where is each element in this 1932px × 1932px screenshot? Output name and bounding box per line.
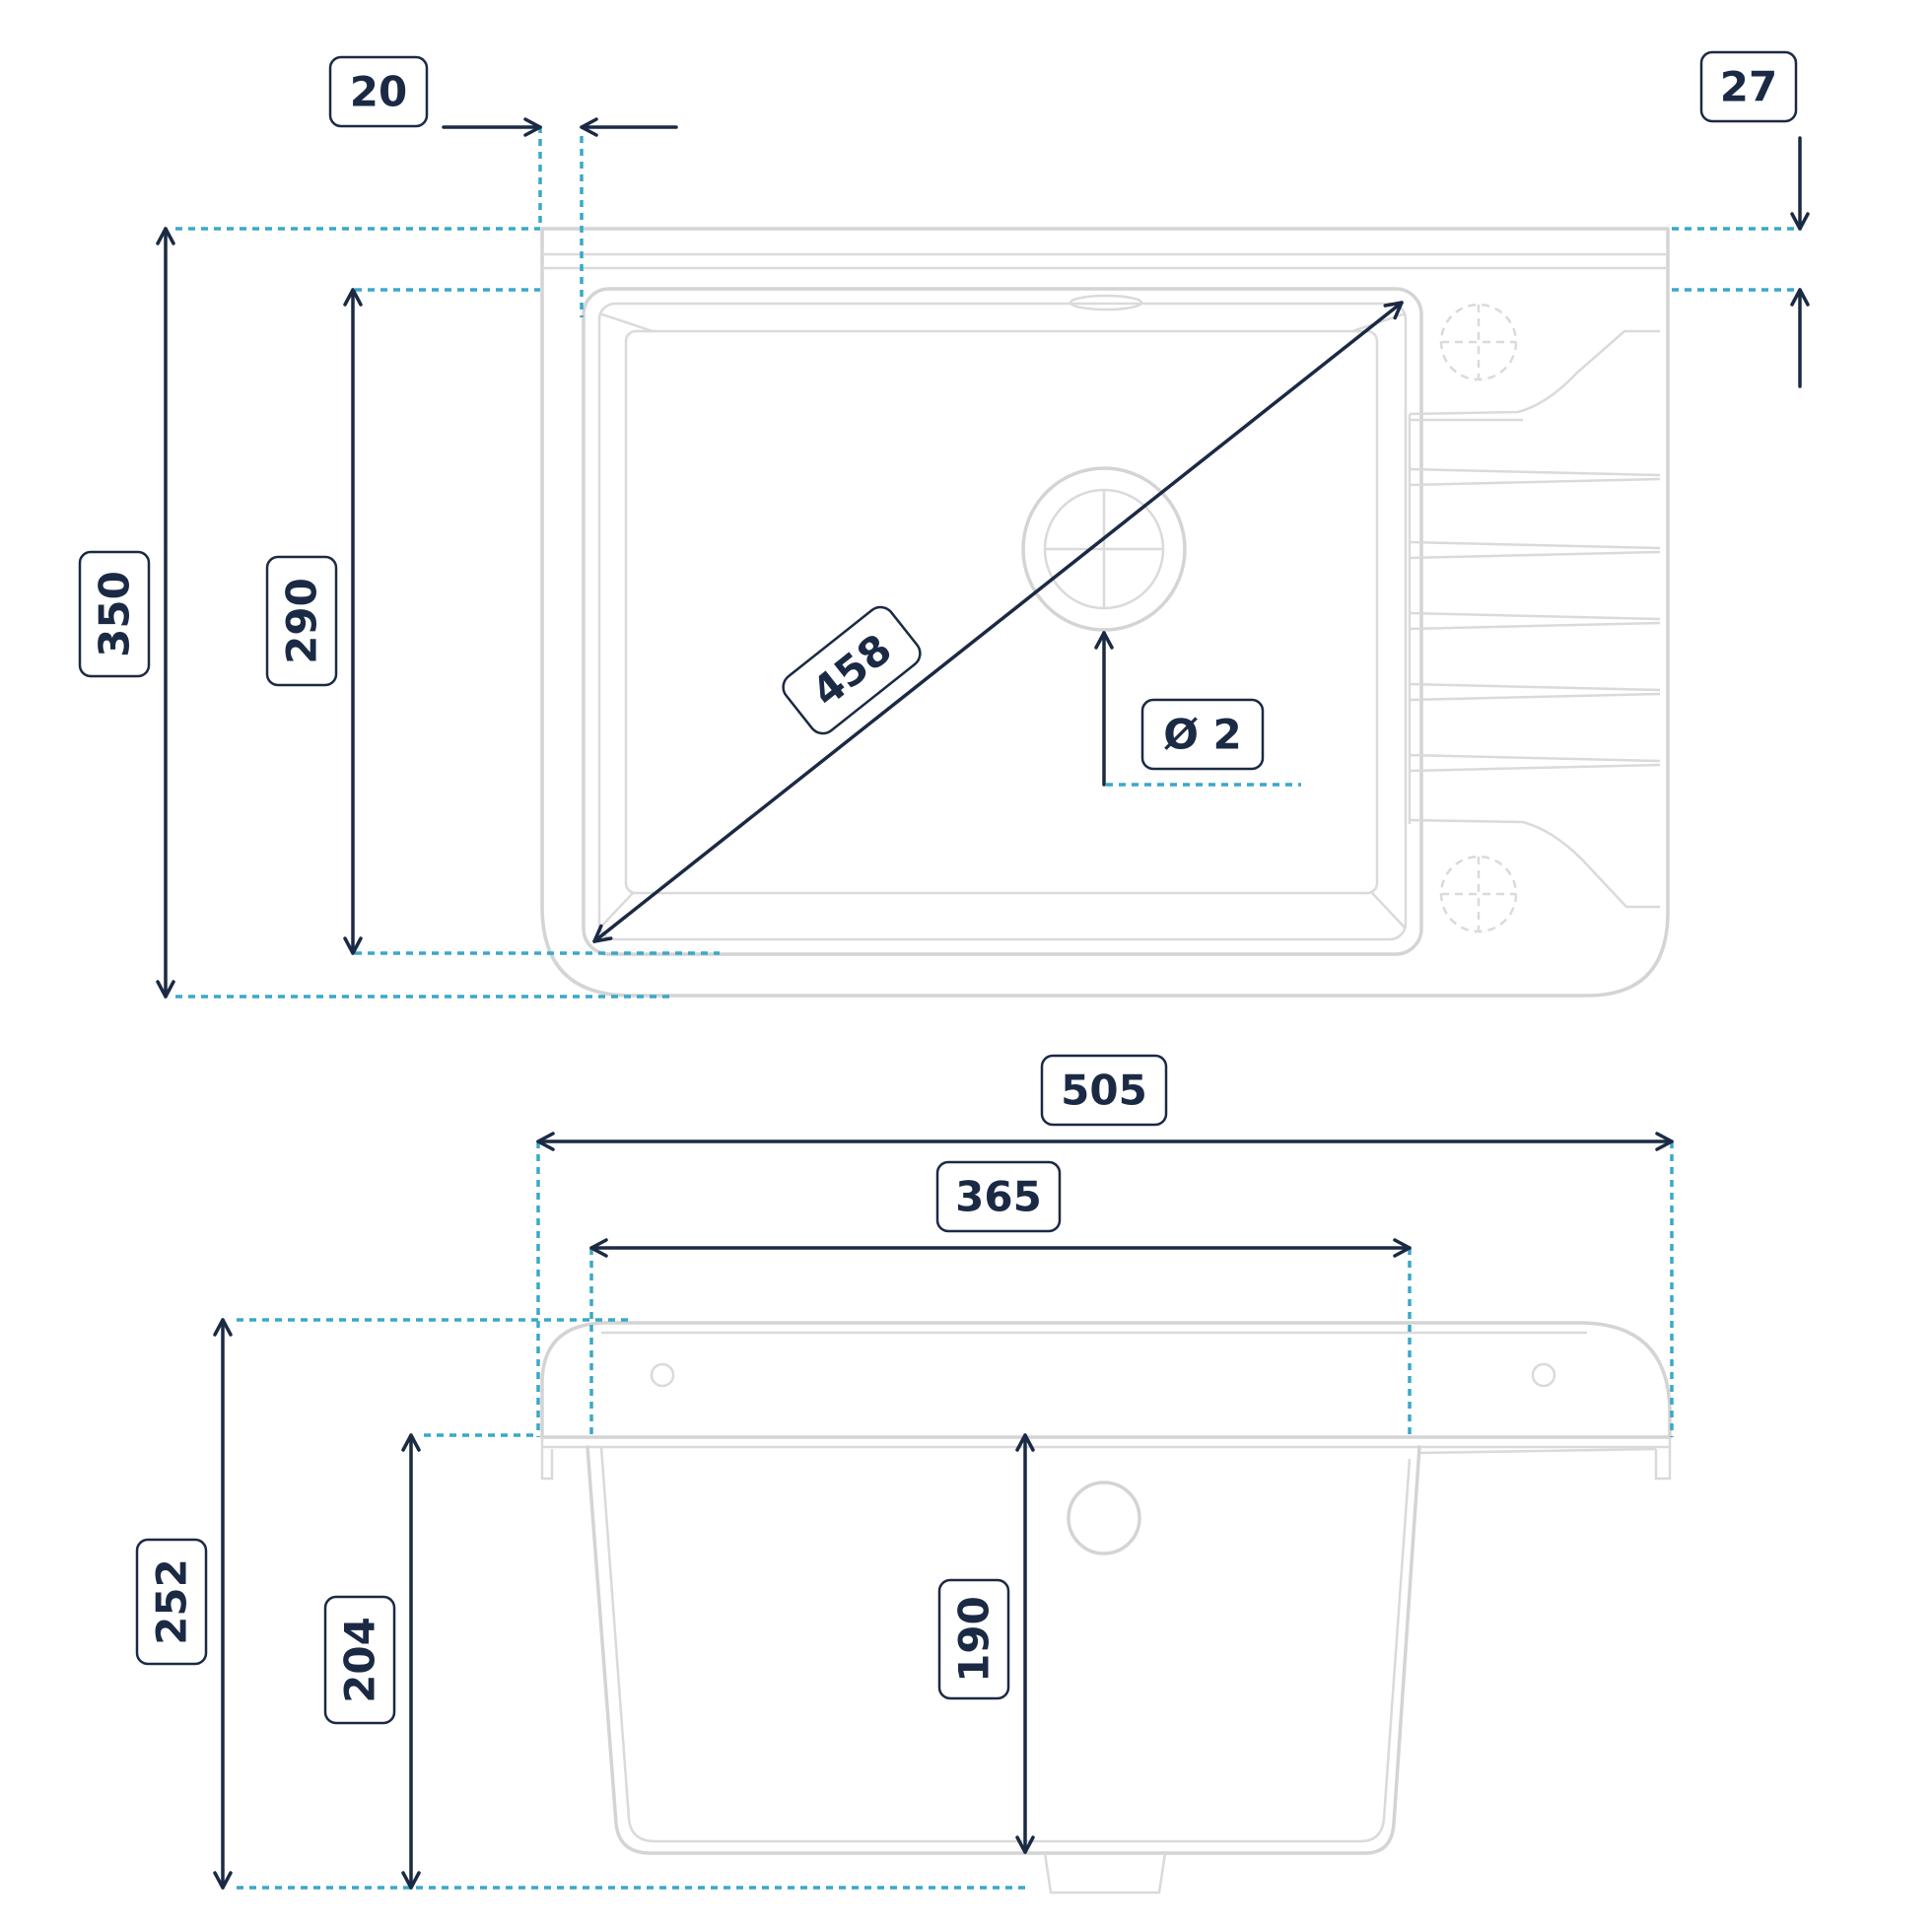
washboard — [1408, 329, 1661, 909]
label-bowl-height: 190 — [937, 1578, 1010, 1700]
label-overall-width: 505 — [1040, 1054, 1168, 1127]
arrow-458 — [592, 301, 1404, 943]
label-body-height: 204 — [323, 1595, 396, 1725]
svg-text:204: 204 — [336, 1617, 384, 1703]
top-view-sink — [540, 227, 1670, 998]
overflow-hole — [1067, 1481, 1141, 1555]
label-rim-offset: 20 — [328, 55, 429, 128]
svg-text:20: 20 — [350, 68, 407, 116]
dimension-lines — [156, 117, 1810, 1890]
svg-text:Ø 2: Ø 2 — [1163, 711, 1242, 759]
svg-text:27: 27 — [1720, 63, 1777, 111]
faucet-hole-bottom — [1439, 855, 1518, 933]
svg-text:350: 350 — [91, 571, 139, 657]
front-view-sink — [540, 1321, 1672, 1895]
label-bowl-width: 365 — [935, 1160, 1062, 1233]
label-bowl-depth: 290 — [265, 555, 338, 687]
label-overall-depth: 350 — [78, 550, 151, 678]
faucet-hole-top — [1439, 303, 1518, 381]
extension-lines — [175, 126, 1800, 1890]
label-bowl-diagonal: 458 — [782, 605, 922, 735]
svg-text:190: 190 — [950, 1596, 999, 1683]
label-overall-height: 252 — [135, 1538, 208, 1666]
label-rim-height: 27 — [1699, 50, 1798, 123]
svg-text:365: 365 — [955, 1173, 1042, 1221]
svg-text:290: 290 — [278, 578, 326, 664]
svg-text:505: 505 — [1061, 1067, 1147, 1115]
label-drain-diameter: Ø 2 — [1140, 698, 1265, 771]
svg-text:252: 252 — [148, 1558, 196, 1645]
